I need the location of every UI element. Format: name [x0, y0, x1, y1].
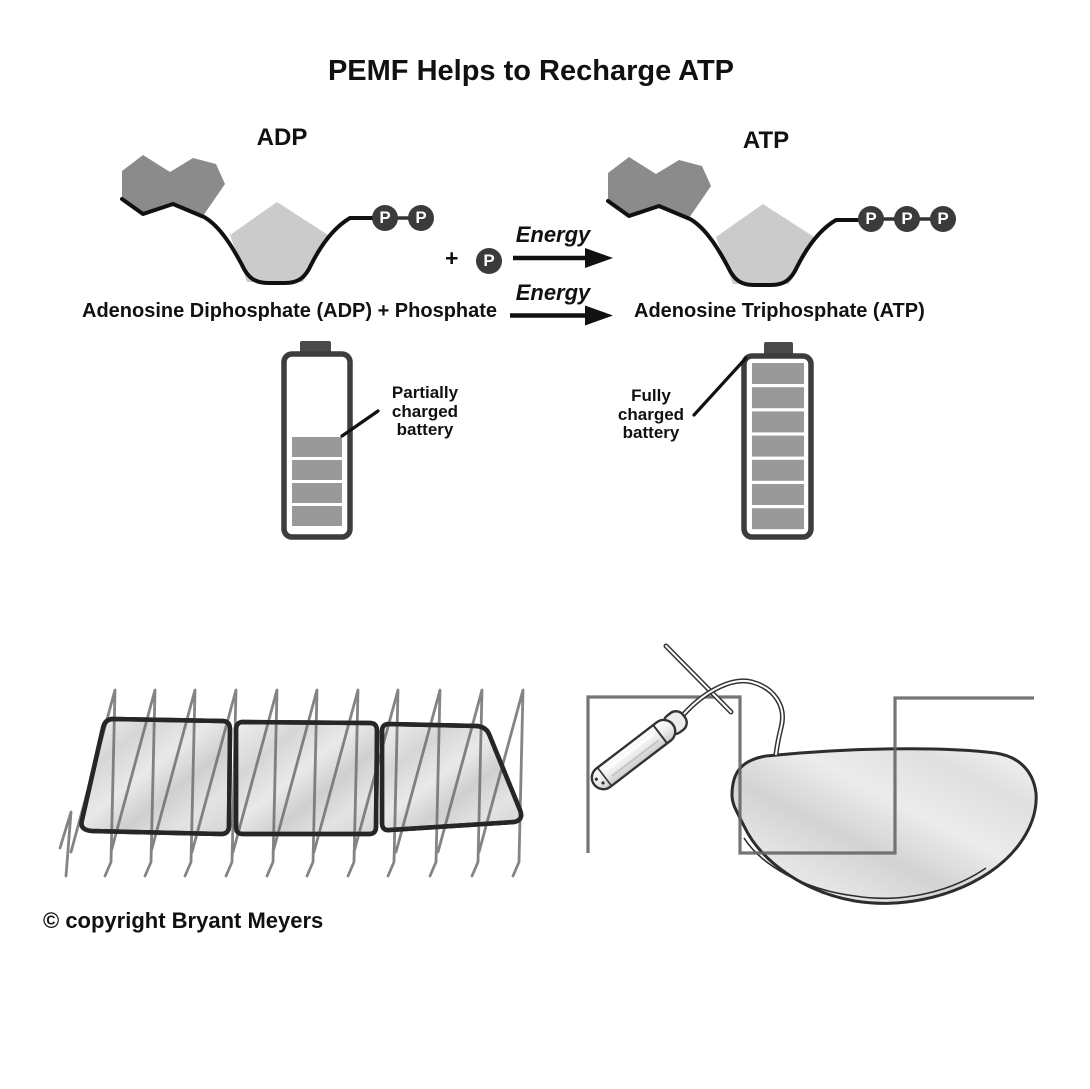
adenine-shape: [608, 157, 711, 218]
pemf-applicators-illustration: [586, 643, 1038, 905]
battery-bar: [292, 460, 342, 480]
partial-battery: [281, 341, 380, 540]
full-battery-leader-line: [692, 356, 748, 417]
adp-molecule-label: ADP: [256, 124, 308, 151]
full-battery-bars: [752, 363, 804, 530]
ribose-shape: [230, 202, 328, 282]
full-battery-label: Fully charged battery: [617, 386, 685, 442]
mat-panel-outline: [379, 721, 524, 833]
battery-bar: [752, 363, 804, 384]
pillow-seam: [743, 837, 987, 900]
battery-bar: [752, 387, 804, 409]
molecule-backbone: [606, 199, 864, 287]
atp-molecule: [606, 157, 956, 287]
full-battery: [692, 342, 814, 540]
pillow-applicator: [730, 747, 1038, 905]
mat-panel-outline: [79, 716, 233, 837]
reaction-right-text: Adenosine Triphosphate (ATP): [634, 300, 925, 322]
copyright-text: © copyright Bryant Meyers: [43, 908, 324, 933]
ribose-shape: [716, 204, 814, 284]
page-title: PEMF Helps to Recharge ATP: [327, 55, 735, 87]
phosphate-letter: P: [483, 251, 495, 270]
phosphate-letter: P: [937, 209, 949, 228]
reaction-arrow-top: [513, 248, 613, 268]
battery-bar: [752, 508, 804, 530]
square-wave: [586, 695, 1034, 855]
battery-bar: [752, 484, 804, 505]
reaction-left-text: Adenosine Diphosphate (ADP) + Phosphate: [82, 300, 498, 322]
phosphate-letter: P: [415, 208, 427, 227]
molecule-backbone: [120, 197, 378, 285]
battery-bar: [292, 483, 342, 503]
phosphate-circle: [894, 206, 920, 232]
phosphate-circle: [858, 206, 884, 232]
probe-applicator: [590, 710, 688, 791]
battery-bar: [292, 437, 342, 457]
mat-panel-outline: [233, 719, 380, 837]
battery-bar: [292, 506, 342, 526]
partial-battery-leader-line: [340, 409, 380, 438]
pemf-mat-illustration: [58, 688, 525, 878]
partial-battery-bars: [292, 437, 342, 526]
atp-molecule-label: ATP: [742, 127, 790, 154]
adp-molecule: [120, 155, 434, 285]
partial-battery-label: Partially charged battery: [391, 383, 459, 439]
phosphate-circle: [372, 205, 398, 231]
phosphate-letter: P: [865, 209, 877, 228]
battery-bar: [752, 411, 804, 433]
free-phosphate-circle: [476, 248, 502, 274]
probe-cable: [663, 643, 785, 757]
battery-bar: [752, 435, 804, 457]
energy-label-bottom: Energy: [515, 280, 591, 305]
adenine-shape: [122, 155, 225, 216]
phosphate-circle: [408, 205, 434, 231]
plus-sign: +: [445, 245, 459, 271]
phosphate-circle: [930, 206, 956, 232]
phosphate-letter: P: [901, 209, 913, 228]
phosphate-letter: P: [379, 208, 391, 227]
battery-bar: [752, 459, 804, 481]
energy-label-top: Energy: [515, 222, 591, 247]
reaction-arrow-bottom: [510, 305, 613, 326]
